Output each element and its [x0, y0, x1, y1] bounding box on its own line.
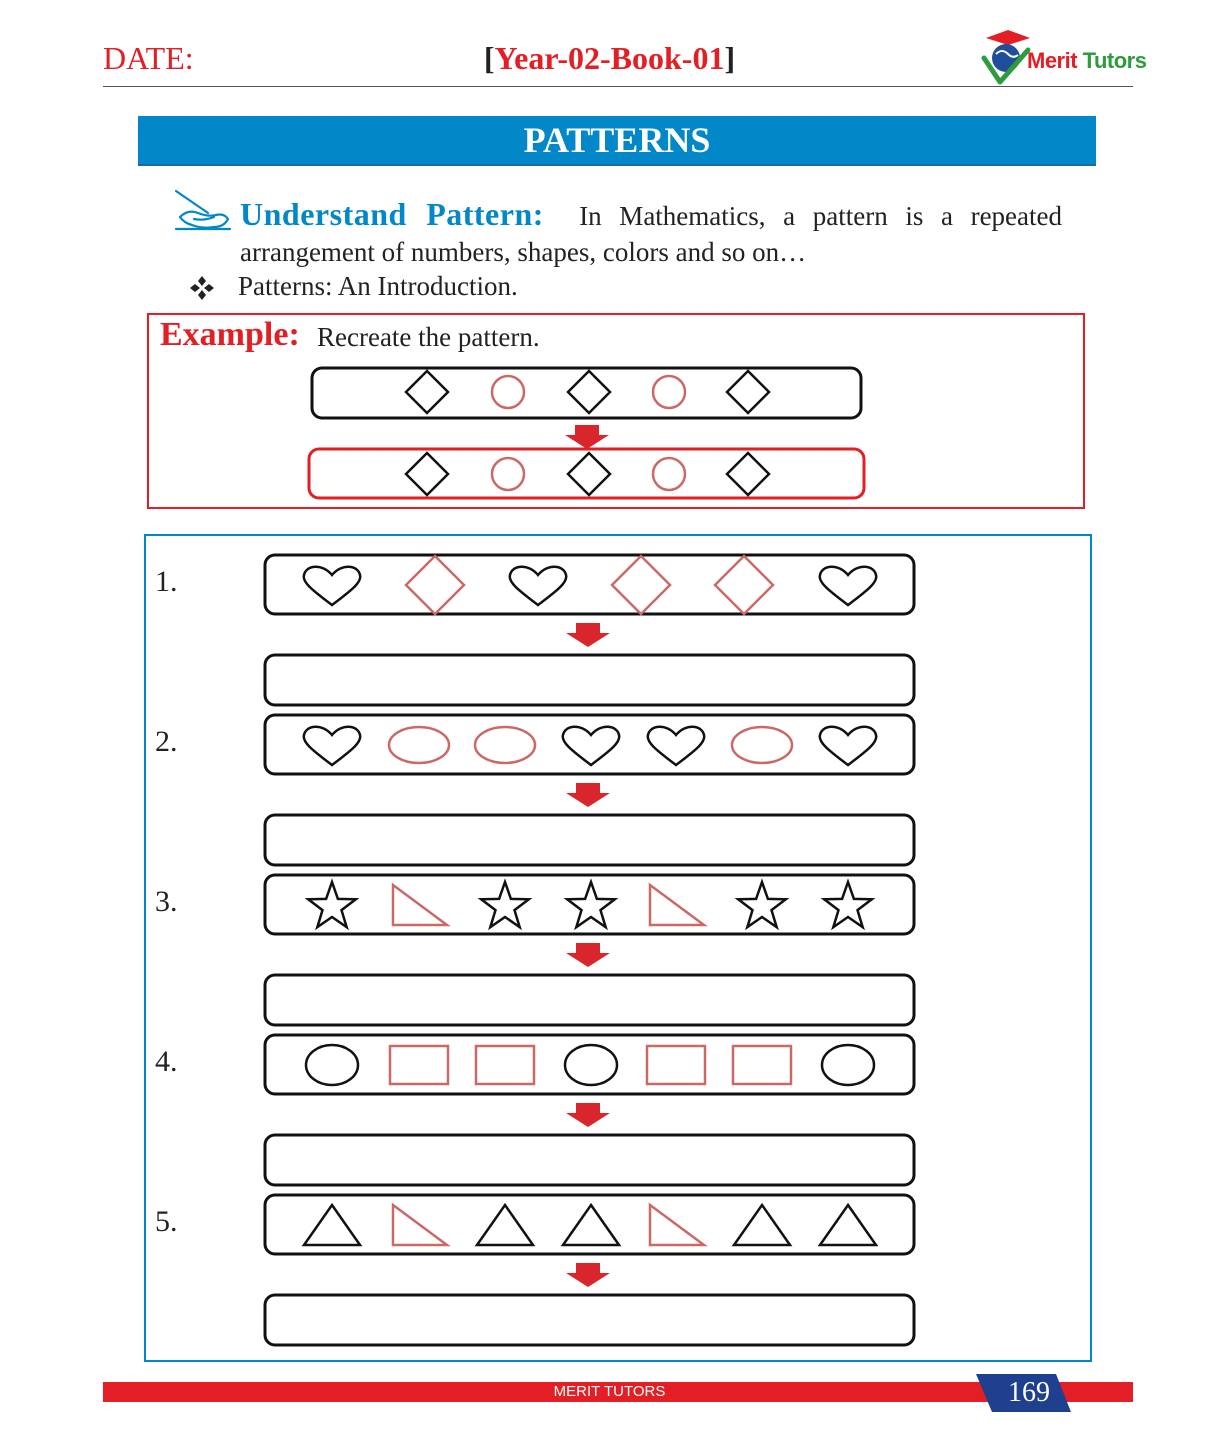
exercise-2-pattern-row: [263, 713, 916, 776]
exercise-4-shape-circle: [304, 1043, 360, 1087]
example-box: [147, 313, 1085, 509]
exercise-2-answer-row: [263, 813, 916, 867]
exercise-1-shape-heart: [818, 565, 878, 607]
exercise-3-shape-star: [563, 878, 619, 931]
exercise-4-shape-rectangle: [645, 1044, 707, 1086]
exercise-3-shape-star: [734, 878, 790, 931]
exercise-5-shape-triangle: [474, 1202, 536, 1247]
example-answer-row: [307, 447, 866, 500]
example-source-shape-diamond: [725, 369, 771, 415]
exercise-1-pattern-row: [263, 553, 916, 616]
exercise-2-shape-heart: [561, 725, 621, 767]
exercise-1-shape-diamond: [610, 554, 672, 616]
page-number-badge: [976, 1374, 1071, 1412]
book-title-close-bracket: ]: [724, 40, 736, 76]
exercise-number-5: 5.: [155, 1205, 178, 1238]
example-source-shape-circle: [651, 374, 687, 410]
book-title-open-bracket: [: [483, 40, 495, 76]
exercise-3-pattern-row: [263, 873, 916, 936]
exercise-2-shape-heart: [818, 725, 878, 767]
exercise-4-pattern-row: [263, 1033, 916, 1096]
exercise-5-pattern-row: [263, 1193, 916, 1256]
exercise-3-shape-right-triangle: [648, 882, 708, 927]
merit-tutors-logo: [981, 30, 1031, 85]
book-title: [Year-02-Book-01]: [0, 40, 1219, 77]
logo-text-tutors: Tutors: [1077, 48, 1147, 73]
example-arrow-icon: [565, 425, 609, 449]
example-instruction: Recreate the pattern.: [317, 322, 540, 352]
exercise-4-answer-row: [263, 1133, 916, 1187]
example-source-row: [310, 366, 863, 420]
date-label: DATE:: [103, 40, 194, 76]
exercise-3-shape-star: [820, 878, 876, 931]
header-divider: [103, 86, 1133, 87]
exercise-3-shape-star: [304, 878, 360, 931]
footer-bar: [103, 1382, 1133, 1402]
title-banner: [138, 116, 1096, 166]
exercise-5-shape-right-triangle: [648, 1202, 708, 1247]
example-source-shape-diamond: [566, 369, 612, 415]
exercise-number-2: 2.: [155, 725, 178, 758]
example-source-shape-diamond: [404, 369, 450, 415]
exercise-2-shape-ellipse: [387, 725, 451, 765]
exercise-3-shape-star: [477, 878, 533, 931]
exercise-3-answer-row: [263, 973, 916, 1027]
exercise-1-answer-row: [263, 653, 916, 707]
example-answer-shape-diamond: [404, 451, 450, 497]
exercise-2-shape-ellipse: [730, 725, 794, 765]
page-number: 169: [1008, 1377, 1050, 1408]
exercise-4-arrow-icon: [566, 1103, 610, 1127]
example-answer-shape-diamond: [566, 451, 612, 497]
exercise-3-shape-right-triangle: [391, 882, 451, 927]
logo-globe-icon: [981, 30, 1031, 85]
exercise-1-shape-diamond: [404, 554, 466, 616]
bullet-text: Patterns: An Introduction.: [238, 271, 518, 301]
exercise-4-shape-circle: [820, 1043, 876, 1087]
example-label: Example:: [160, 316, 300, 353]
exercise-1-shape-heart: [302, 565, 362, 607]
logo-text: Merit Tutors: [1027, 48, 1147, 74]
exercise-5-arrow-icon: [566, 1263, 610, 1287]
exercise-2-shape-heart: [302, 725, 362, 767]
example-answer-shape-circle: [490, 456, 526, 492]
exercise-5-shape-triangle: [731, 1202, 793, 1247]
practice-box: [144, 534, 1092, 1362]
writing-hand-icon: [174, 189, 232, 231]
exercise-2-shape-heart: [646, 725, 706, 767]
exercise-number-4: 4.: [155, 1045, 178, 1078]
exercise-5-shape-right-triangle: [391, 1202, 451, 1247]
logo-text-merit: Merit: [1027, 48, 1078, 73]
book-title-text: Year-02-Book-01: [494, 40, 725, 76]
intro-label: Understand Pattern:: [240, 196, 544, 232]
exercise-5-answer-row: [263, 1293, 916, 1347]
example-source-shape-circle: [490, 374, 526, 410]
example-answer-shape-circle: [651, 456, 687, 492]
intro-text: In Mathematics, a pattern is a repeated …: [240, 201, 1063, 267]
exercise-1-shape-diamond: [713, 554, 775, 616]
exercise-2-shape-ellipse: [473, 725, 537, 765]
exercise-2-arrow-icon: [566, 783, 610, 807]
exercise-4-shape-rectangle: [731, 1044, 793, 1086]
exercise-4-shape-rectangle: [388, 1044, 450, 1086]
exercise-5-shape-triangle: [560, 1202, 622, 1247]
exercise-4-shape-circle: [563, 1043, 619, 1087]
exercise-number-3: 3.: [155, 885, 178, 918]
diamond-bullet-icon: [190, 276, 214, 300]
exercise-5-shape-triangle: [301, 1202, 363, 1247]
exercise-number-1: 1.: [155, 565, 178, 598]
exercise-4-shape-rectangle: [474, 1044, 536, 1086]
exercise-1-arrow-icon: [566, 623, 610, 647]
footer-brand: MERIT TUTORS: [553, 1383, 666, 1400]
intro-paragraph: Understand Pattern: In Mathematics, a pa…: [240, 196, 1062, 270]
exercise-1-shape-heart: [508, 565, 568, 607]
example-answer-shape-diamond: [725, 451, 771, 497]
exercise-5-shape-triangle: [817, 1202, 879, 1247]
exercise-3-arrow-icon: [566, 943, 610, 967]
page-title: PATTERNS: [523, 120, 711, 160]
